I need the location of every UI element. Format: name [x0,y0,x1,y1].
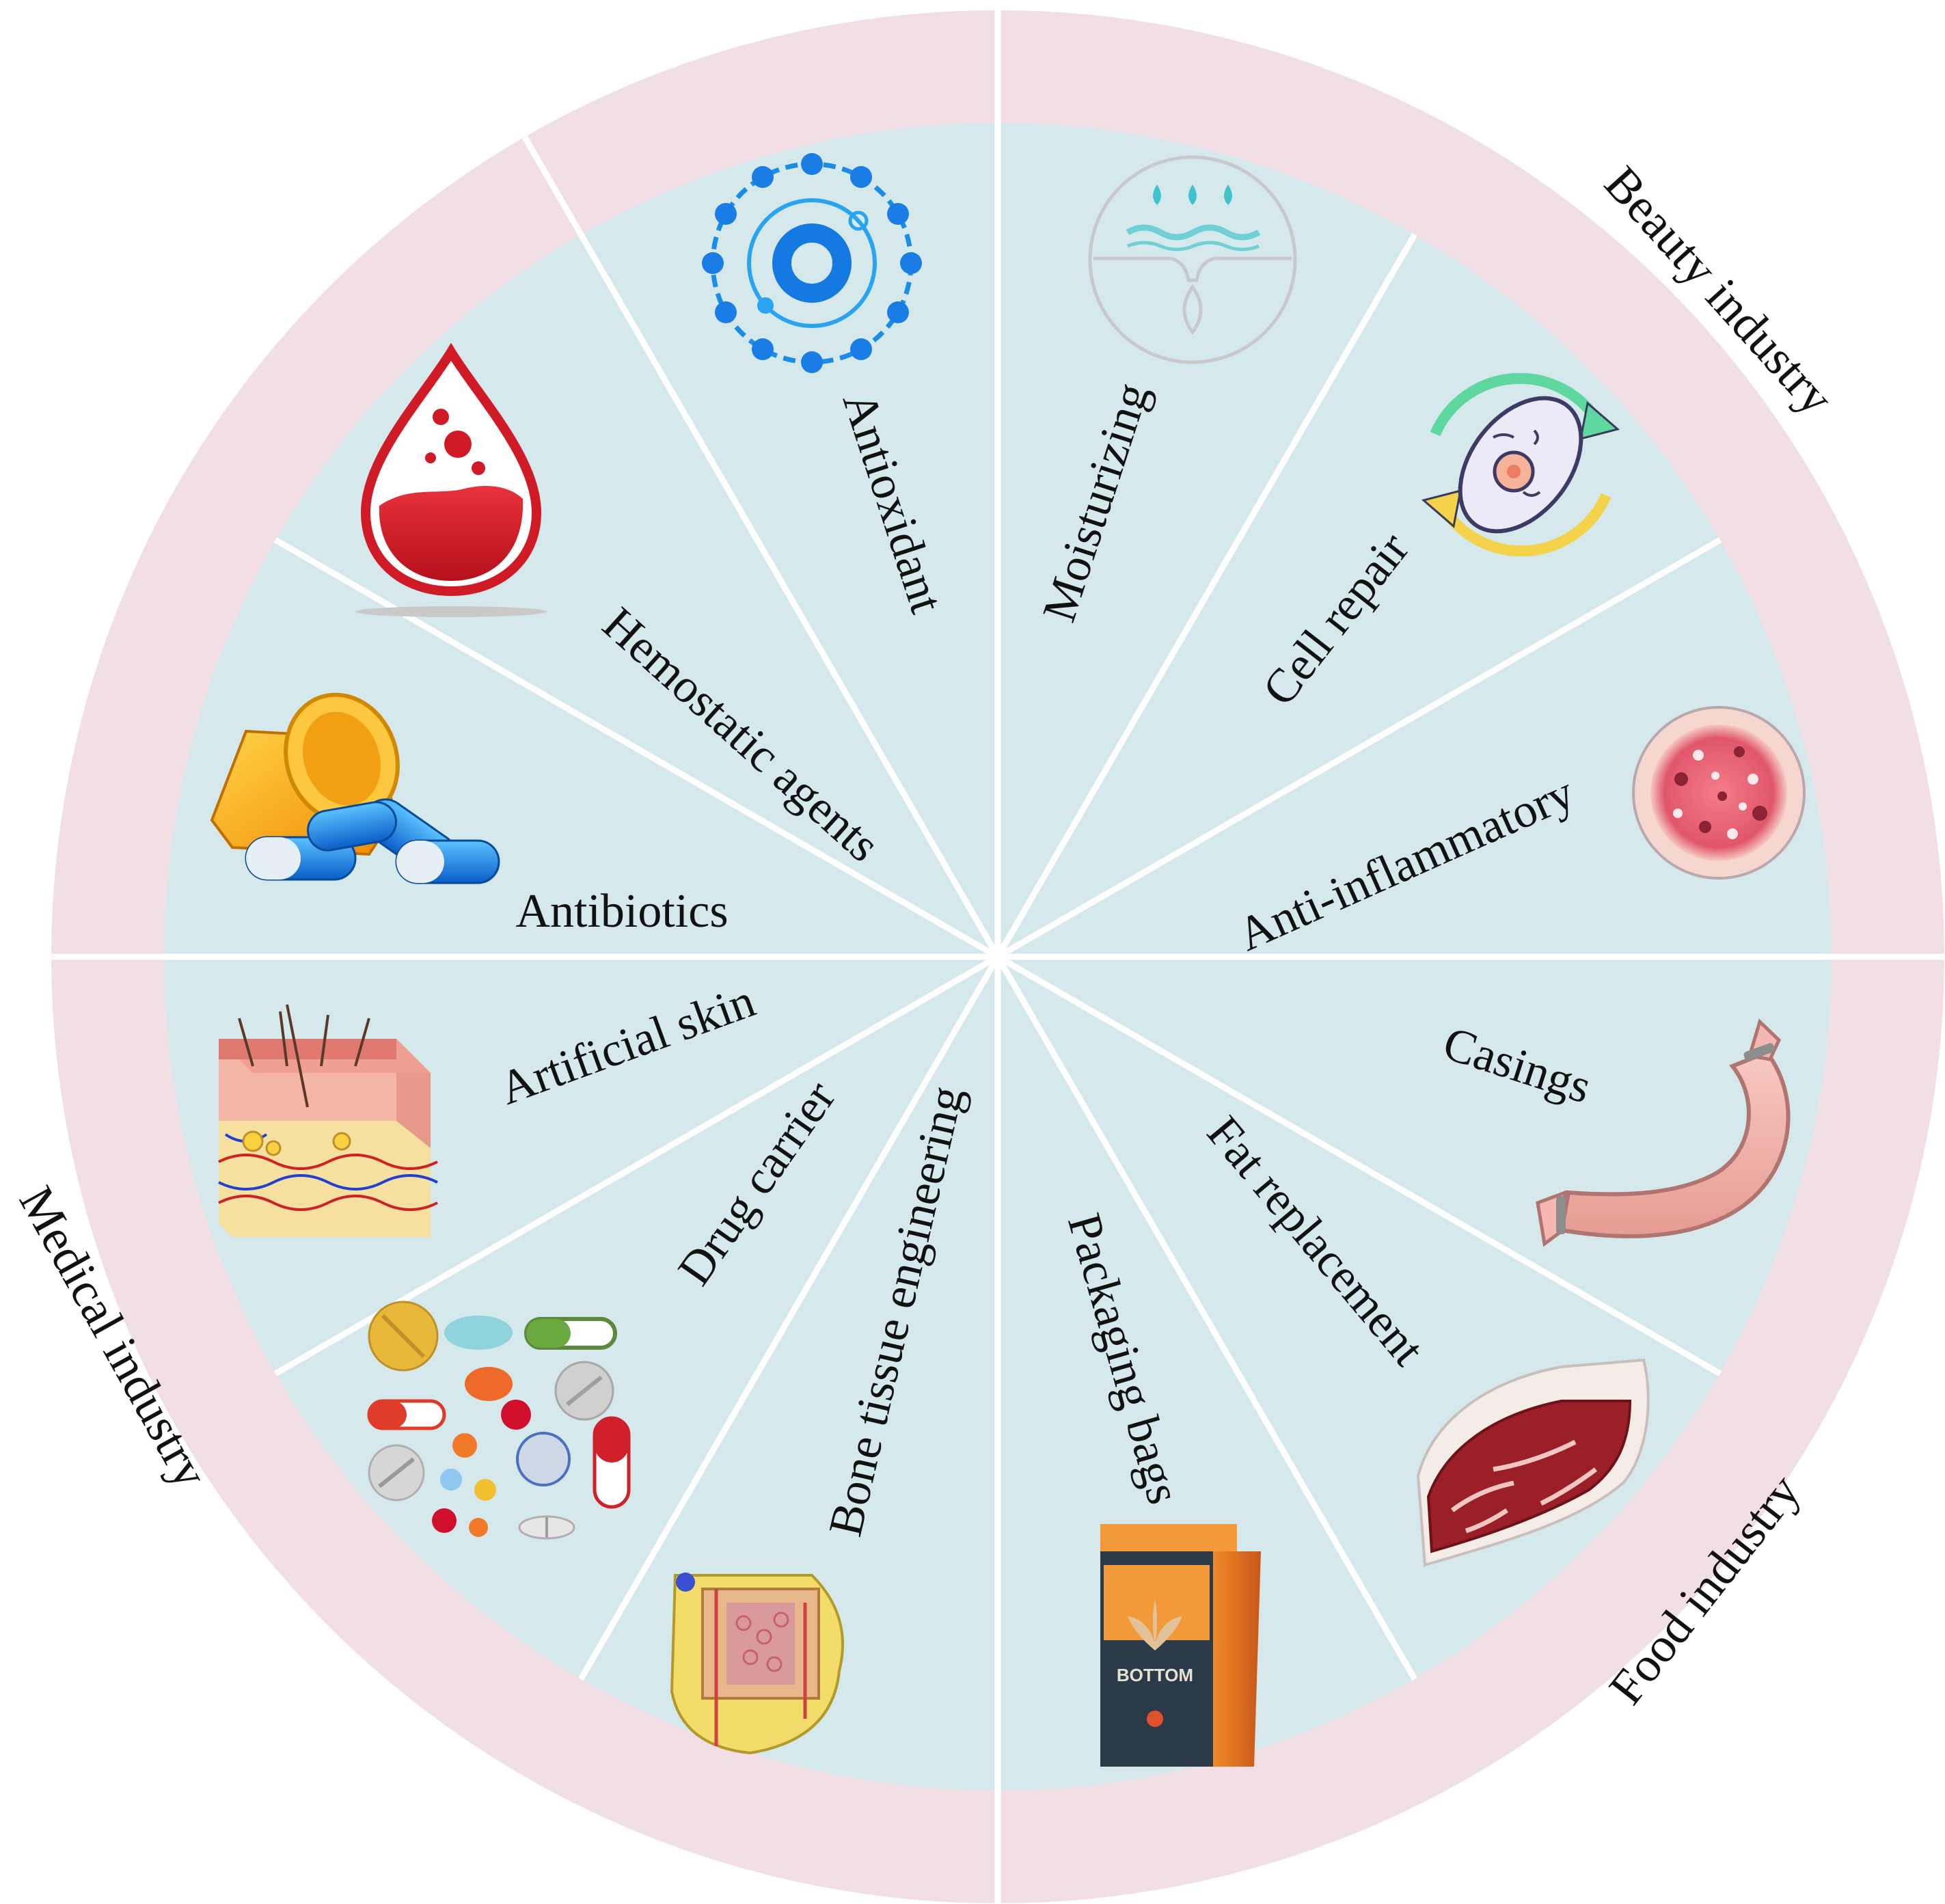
skin-layers-icon [218,1004,438,1237]
pills-assortment-icon [367,1301,631,1540]
inflamed-skin-icon [1632,706,1806,880]
packaging-bag-icon: BOTTOM [1100,1524,1261,1767]
cell-repair-cycle-icon [1421,372,1620,557]
sausage-icon [1536,1018,1791,1247]
blood-drop-icon [355,342,547,617]
bag-bottom-text: BOTTOM [1117,1665,1193,1685]
bone-cross-section-icon [670,1573,844,1755]
moisturizing-drop-icon [1088,155,1297,364]
antioxidant-molecule-icon [702,153,922,373]
pill-bottle-capsules-icon [210,692,500,884]
label-antibiotics: Antibiotics [515,885,728,938]
segment-dividers [51,10,1944,1903]
marbled-meat-icon [1416,1358,1650,1567]
